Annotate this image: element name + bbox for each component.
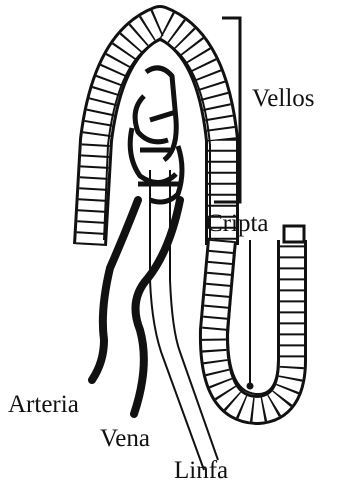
villus-epithelium — [90, 22, 222, 245]
capillary-network — [130, 68, 182, 202]
label-vellos: Vellos — [252, 85, 315, 112]
vein-vessel — [134, 200, 180, 414]
cripta-leader — [247, 240, 254, 390]
label-arteria: Arteria — [8, 391, 79, 418]
label-vena: Vena — [100, 425, 150, 452]
label-cripta: Cripta — [206, 210, 269, 237]
label-linfa: Linfa — [174, 457, 228, 482]
crypt-epithelium — [214, 226, 304, 410]
